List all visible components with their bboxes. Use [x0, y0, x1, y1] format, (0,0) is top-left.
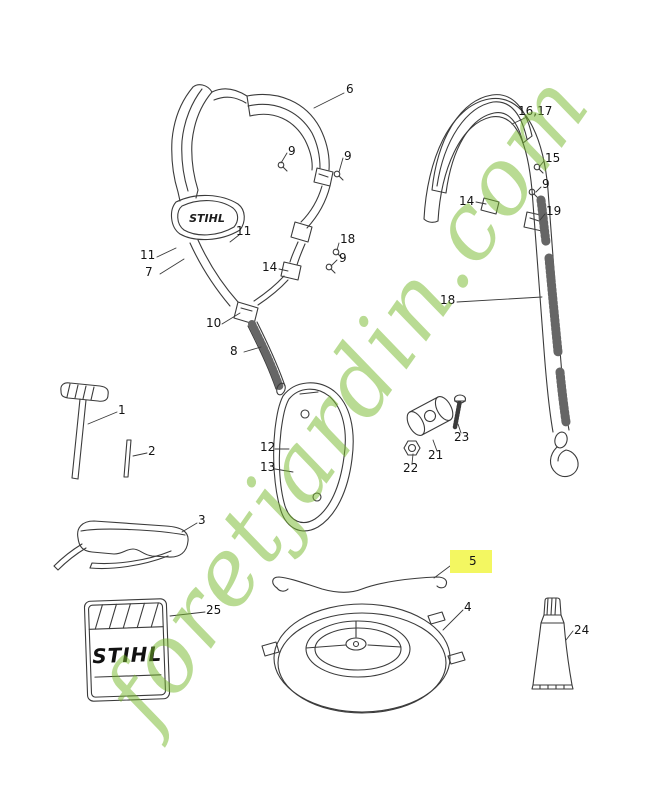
- part-label-2[interactable]: 2: [148, 444, 156, 458]
- part-label-11-b[interactable]: 11: [140, 248, 156, 262]
- part-label-7[interactable]: 7: [145, 265, 153, 279]
- part-label-8[interactable]: 8: [230, 344, 238, 358]
- retainer-wire: [272, 576, 448, 593]
- part-label-25[interactable]: 25: [206, 603, 222, 617]
- part-5-highlight[interactable]: [450, 550, 492, 573]
- part-label-22[interactable]: 22: [403, 461, 419, 475]
- stihl-pouch: [83, 598, 171, 702]
- safety-glasses: [53, 520, 189, 571]
- t-wrench: [60, 382, 109, 480]
- guard-ring: [261, 603, 466, 714]
- part-label-9-c[interactable]: 9: [339, 251, 347, 265]
- part-label-13[interactable]: 13: [260, 460, 276, 474]
- screw-icons: [277, 161, 344, 274]
- grease-tube: [531, 597, 574, 690]
- part-label-3[interactable]: 3: [198, 513, 206, 527]
- part-label-18-b[interactable]: 18: [440, 293, 456, 307]
- part-label-6[interactable]: 6: [346, 82, 354, 96]
- part-label-9-b[interactable]: 9: [344, 149, 352, 163]
- part-label-9-d[interactable]: 9: [542, 177, 550, 191]
- part-label-9-a[interactable]: 9: [288, 144, 296, 158]
- part-label-11-a[interactable]: 11: [236, 224, 252, 238]
- part-label-24[interactable]: 24: [574, 623, 590, 637]
- part-label-12[interactable]: 12: [260, 440, 276, 454]
- pin: [123, 439, 132, 478]
- part-label-10[interactable]: 10: [206, 316, 222, 330]
- part-label-19[interactable]: 19: [546, 204, 562, 218]
- single-shoulder-strap: [423, 94, 579, 478]
- part-label-14-b[interactable]: 14: [459, 194, 475, 208]
- part-label-18-a[interactable]: 18: [340, 232, 356, 246]
- part-label-14-a[interactable]: 14: [262, 260, 278, 274]
- harness-plate-brand-text: STIHL: [189, 212, 225, 225]
- part-label-4[interactable]: 4: [464, 600, 472, 614]
- part-label-15[interactable]: 15: [545, 151, 561, 165]
- part-label-16-17[interactable]: 16,17: [518, 104, 553, 118]
- part-label-5[interactable]: 5: [469, 554, 477, 568]
- part-label-23[interactable]: 23: [454, 430, 470, 444]
- pouch-brand-text: STIHL: [92, 642, 163, 668]
- leader-lines: [87, 92, 574, 641]
- double-shoulder-harness: [171, 84, 354, 532]
- part-label-1[interactable]: 1: [118, 403, 126, 417]
- mounting-hardware: [403, 394, 467, 456]
- part-label-21[interactable]: 21: [428, 448, 444, 462]
